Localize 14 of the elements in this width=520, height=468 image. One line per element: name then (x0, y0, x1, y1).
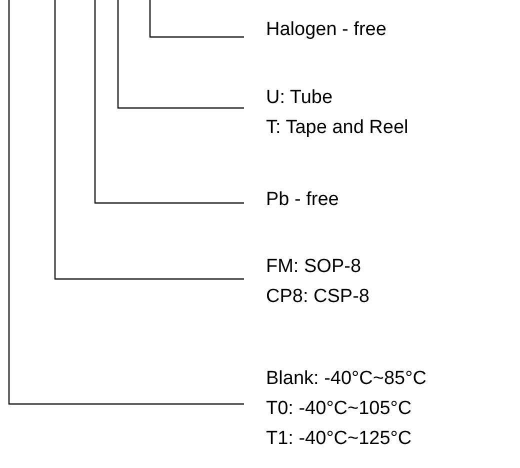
option-label: U: Tube (266, 86, 334, 110)
option-label: FM: SOP-8 (266, 255, 362, 279)
option-label: T0: -40°C~105°C (266, 397, 413, 421)
leader-line (54, 0, 244, 280)
leader-line (94, 0, 244, 204)
leader-line (117, 0, 244, 109)
option-label: CP8: CSP-8 (266, 285, 370, 309)
leader-line (149, 0, 244, 38)
option-label: Halogen - free (266, 18, 386, 42)
option-label: T1: -40°C~125°C (266, 427, 413, 451)
option-label: Blank: -40°C~85°C (266, 367, 426, 391)
option-label: Pb - free (266, 188, 339, 212)
leader-line (8, 0, 244, 405)
option-label: T: Tape and Reel (266, 116, 408, 140)
